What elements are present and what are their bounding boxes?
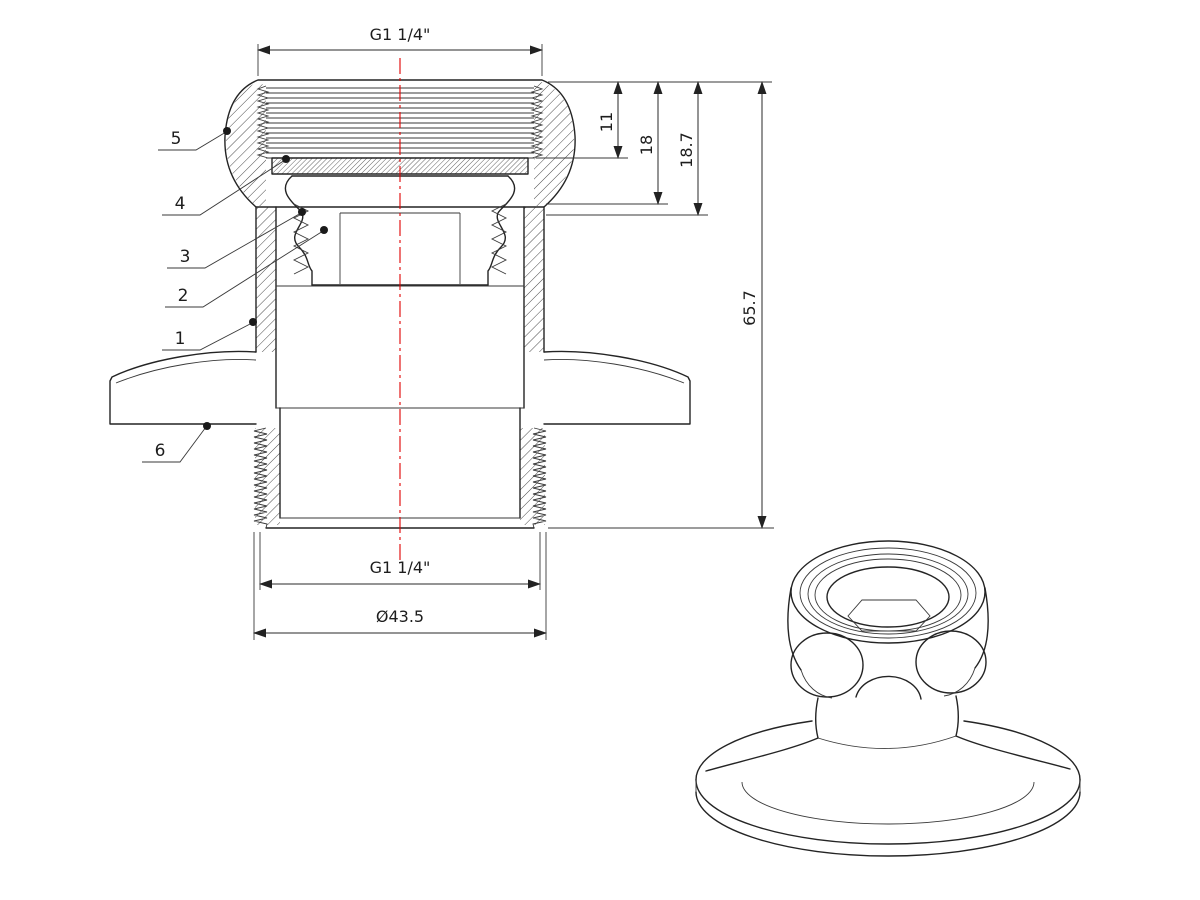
spring-right [490, 203, 508, 275]
dimension-nut-height: 18 [546, 81, 668, 205]
callout-2-label: 2 [178, 286, 189, 306]
dim-label-thread-depth: 11 [597, 112, 616, 132]
dimension-outer-diameter: Ø43.5 [253, 532, 547, 640]
iso-view [695, 540, 1081, 857]
callout-1: 1 [162, 318, 257, 351]
callout-3: 3 [167, 208, 306, 269]
iso-hex-socket [847, 599, 931, 632]
callouts: 5 4 3 2 1 6 [142, 127, 328, 463]
iso-scallop-center [855, 675, 922, 700]
dimension-bottom-thread: G1 1/4" [259, 532, 541, 590]
callout-6: 6 [142, 422, 211, 463]
dim-label-bottom-thread: G1 1/4" [370, 558, 431, 577]
callout-3-label: 3 [180, 247, 191, 267]
callout-4-label: 4 [175, 194, 186, 214]
callout-4: 4 [162, 155, 290, 216]
iso-scallop-left [790, 632, 864, 698]
dimensions: G1 1/4" 11 18 18.7 65.7 G1 1/4" [253, 25, 774, 640]
dimension-thread-depth: 11 [536, 81, 628, 159]
iso-bore [826, 566, 950, 628]
dim-label-top-thread: G1 1/4" [370, 25, 431, 44]
callout-2: 2 [165, 226, 328, 308]
dim-label-outer-diameter: Ø43.5 [376, 607, 424, 626]
callout-5: 5 [158, 127, 231, 151]
spring-left [292, 203, 310, 275]
dimension-top-thread: G1 1/4" [257, 25, 543, 76]
dim-label-nut-height: 18 [637, 135, 656, 155]
dim-label-overall-height: 65.7 [740, 290, 759, 326]
body [255, 206, 545, 519]
flange-wings [109, 350, 691, 425]
dimension-overall-height: 65.7 [548, 81, 774, 529]
iso-scallop-right [915, 630, 987, 694]
callout-5-label: 5 [171, 129, 182, 149]
callout-6-label: 6 [155, 441, 166, 461]
dim-label-nut-total-height: 18.7 [677, 132, 696, 168]
dimension-nut-total-height: 18.7 [546, 81, 708, 216]
callout-1-label: 1 [175, 329, 186, 349]
section-view [109, 58, 691, 562]
